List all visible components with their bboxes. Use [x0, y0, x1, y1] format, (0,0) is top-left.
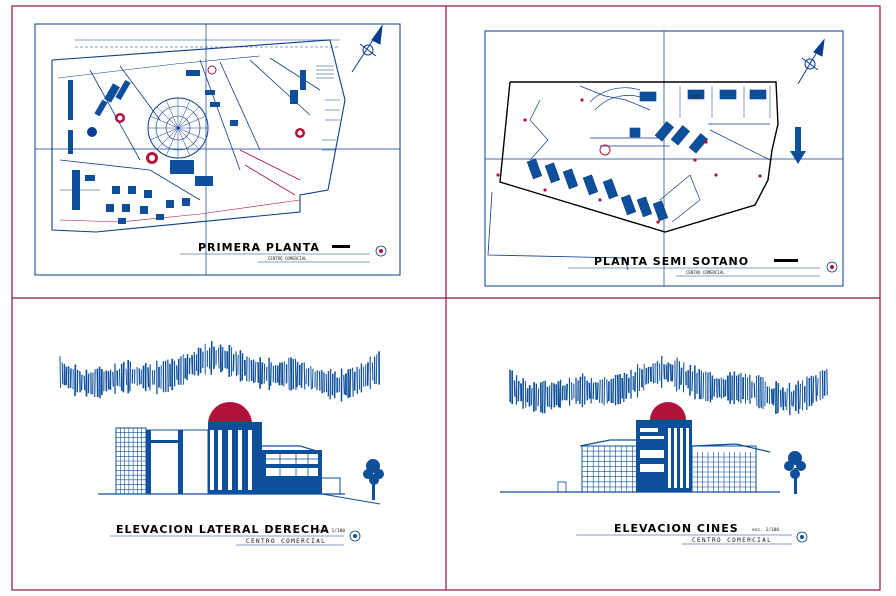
background-trees [509, 355, 828, 416]
panel-semi-basement: RAMPA PLANTA SEMI SOTA [484, 30, 844, 287]
north-arrow-icon [797, 38, 825, 85]
curtain-wall-grid [692, 452, 756, 492]
panel-first-floor: PRIMERA PLANTA CENTRO COMERCIAL [34, 23, 401, 276]
target-icon [796, 531, 808, 543]
dining-tables [106, 186, 190, 224]
target-icon [349, 530, 361, 542]
cinema-elevation-title: ELEVACION CINES [614, 522, 739, 535]
first-floor-plan [51, 39, 346, 233]
sheet-frame [11, 5, 881, 591]
cinema-elevation-scale: esc. 1/100 [752, 527, 779, 533]
central-atrium [147, 97, 209, 159]
column-markers [496, 98, 762, 224]
down-arrow-icon [790, 127, 806, 164]
side-elevation-building [98, 402, 381, 505]
cinema-elevation-title-block: ELEVACION CINES esc. 1/100 CENTRO COMERC… [576, 522, 808, 545]
first-floor-title: PRIMERA PLANTA [198, 241, 320, 254]
first-floor-title-block: PRIMERA PLANTA CENTRO COMERCIAL [180, 241, 387, 263]
semi-basement-title: PLANTA SEMI SOTANO [594, 255, 749, 268]
cinema-elevation-subtitle: CENTRO COMERCIAL [692, 537, 772, 544]
semi-basement-plan [487, 81, 779, 271]
panel-side-elevation: ELEVACION LATERAL DERECHA esc. 1/100 CEN… [59, 341, 384, 546]
parking-stalls [316, 65, 340, 151]
side-elevation-subtitle: CENTRO COMERCIAL [246, 538, 326, 545]
ramp-label: RAMPA [690, 94, 703, 99]
target-icon [826, 261, 838, 273]
furniture-blocks [68, 70, 306, 210]
semi-basement-title-block: PLANTA SEMI SOTANO CENTRO COMERCIAL [568, 255, 838, 277]
side-elevation-scale: esc. 1/100 [318, 528, 345, 534]
stall-lines [679, 86, 771, 118]
semi-basement-subtitle: CENTRO COMERCIAL [686, 270, 725, 275]
section-markers [87, 65, 305, 164]
first-floor-subtitle: CENTRO COMERCIAL [268, 256, 307, 261]
tree-icon [363, 459, 384, 500]
side-elevation-title: ELEVACION LATERAL DERECHA [116, 523, 330, 536]
side-elevation-title-block: ELEVACION LATERAL DERECHA esc. 1/100 CEN… [110, 523, 361, 546]
background-trees [59, 341, 381, 402]
tree-icon [784, 451, 806, 494]
curtain-wall-grid [116, 428, 146, 494]
panel-cinema-elevation: ELEVACION CINES esc. 1/100 CENTRO COMERC… [500, 355, 828, 545]
elevator-icon [599, 144, 611, 156]
target-icon [375, 245, 387, 257]
parked-cars [526, 89, 767, 222]
north-arrow-icon [351, 24, 383, 73]
curtain-wall-grid [582, 446, 638, 492]
cinema-elevation-building [500, 402, 780, 493]
